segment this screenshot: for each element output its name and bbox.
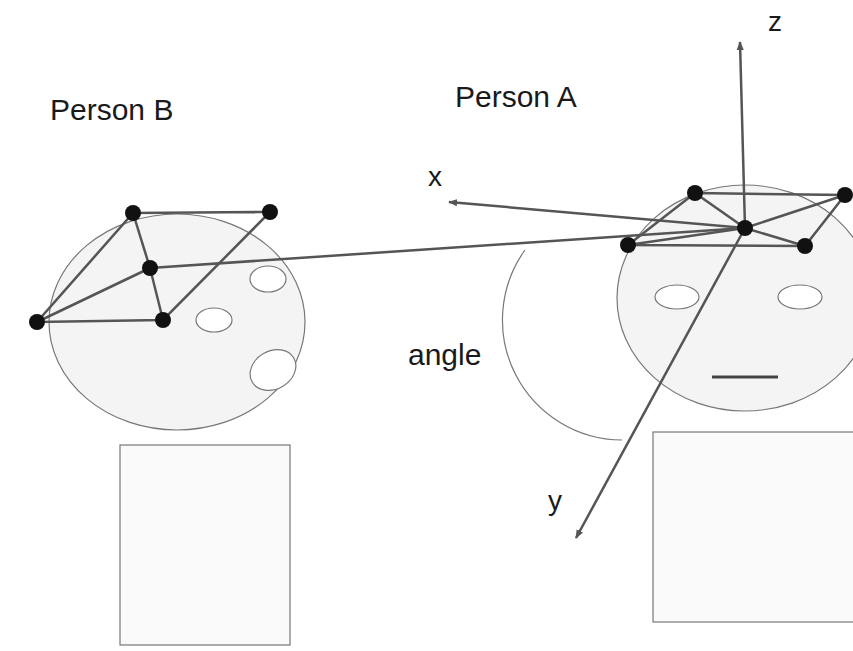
- angle-label: angle: [405, 340, 484, 370]
- eye-b: [196, 308, 232, 332]
- eye-a: [778, 285, 822, 309]
- ear-b: [250, 266, 286, 292]
- mouth-a: [712, 376, 778, 379]
- axis-label: y: [548, 487, 562, 515]
- marker-frame-b: [37, 212, 270, 322]
- markers: [29, 185, 853, 330]
- axis-label: z: [768, 8, 782, 36]
- angle-arc: [502, 250, 622, 440]
- person-label: Person A: [455, 82, 577, 112]
- axes: [449, 42, 745, 538]
- body-b: [120, 445, 290, 645]
- person-label: Person B: [50, 95, 173, 125]
- sight-line: [150, 228, 745, 268]
- axis-label: x: [428, 163, 442, 191]
- eye-a: [655, 285, 699, 309]
- ear-b2: [243, 342, 304, 399]
- body-a: [653, 432, 853, 622]
